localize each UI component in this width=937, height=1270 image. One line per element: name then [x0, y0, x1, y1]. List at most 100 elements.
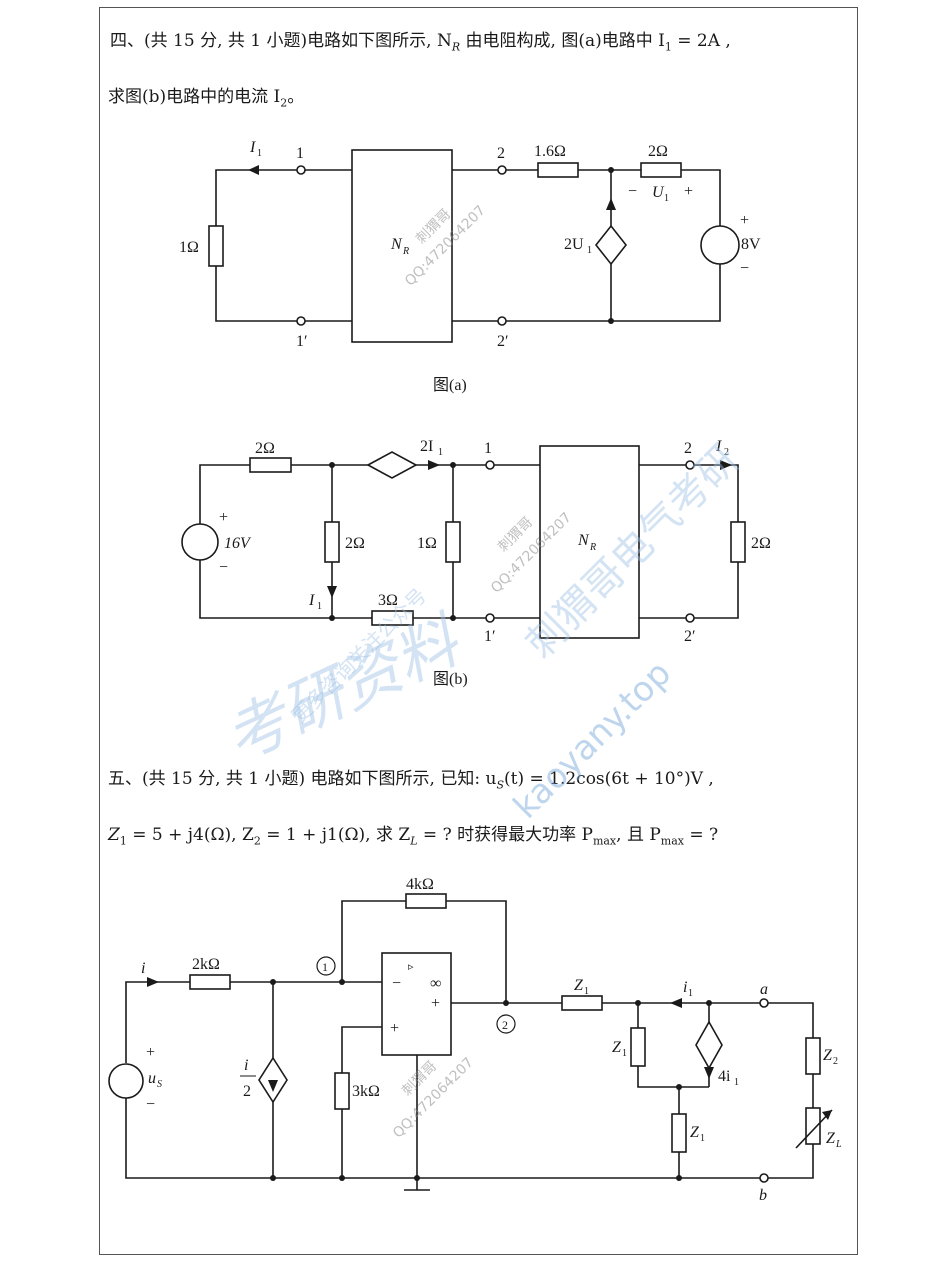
svg-text:1: 1 [438, 447, 443, 458]
svg-text:1: 1 [257, 148, 262, 159]
svg-text:+: + [684, 183, 693, 200]
svg-text:2: 2 [243, 1083, 251, 1100]
resistor-3k [334, 1072, 350, 1110]
svg-text:1Ω: 1Ω [179, 239, 199, 256]
svg-text:1: 1 [688, 988, 693, 999]
svg-text:+: + [219, 509, 228, 526]
svg-text:u: u [148, 1070, 156, 1087]
caption-a: 图(a) [433, 377, 467, 394]
problem5-line2: Z1 = 5 + j4(Ω), Z2 = 1 + j1(Ω), 求 ZL = ?… [108, 825, 719, 848]
svg-text:I: I [715, 438, 722, 455]
svg-text:2′: 2′ [497, 333, 509, 350]
svg-text:i: i [683, 979, 687, 996]
terminal-1 [296, 165, 306, 175]
page-border [99, 7, 858, 1255]
svg-text:2kΩ: 2kΩ [192, 956, 220, 973]
svg-text:2I: 2I [420, 438, 433, 455]
svg-text:1.6Ω: 1.6Ω [534, 143, 566, 160]
svg-text:S: S [157, 1079, 162, 1090]
voltage-source-us [108, 1063, 144, 1099]
svg-text:1: 1 [622, 1048, 627, 1059]
caption-b: 图(b) [433, 671, 468, 688]
svg-text:4i: 4i [718, 1068, 731, 1085]
svg-text:2Ω: 2Ω [751, 535, 771, 552]
impedance-z1-left [630, 1027, 646, 1067]
svg-text:+: + [740, 212, 749, 229]
svg-text:N: N [577, 532, 590, 549]
svg-text:3kΩ: 3kΩ [352, 1083, 380, 1100]
terminal-1p [296, 316, 306, 326]
svg-text:U: U [652, 184, 665, 201]
resistor-2k [189, 974, 231, 990]
svg-text:1: 1 [664, 193, 669, 204]
svg-text:R: R [402, 246, 409, 257]
svg-text:2Ω: 2Ω [648, 143, 668, 160]
svg-text:1: 1 [700, 1133, 705, 1144]
svg-text:4kΩ: 4kΩ [406, 876, 434, 893]
svg-text:1: 1 [587, 245, 592, 256]
svg-text:b: b [759, 1187, 767, 1204]
svg-text:1: 1 [734, 1077, 739, 1088]
svg-text:−: − [146, 1096, 155, 1113]
svg-text:3Ω: 3Ω [378, 592, 398, 609]
wire [215, 169, 301, 226]
svg-text:2: 2 [497, 145, 505, 162]
svg-text:N: N [390, 236, 403, 253]
svg-text:Z: Z [690, 1124, 700, 1141]
svg-text:1: 1 [296, 145, 304, 162]
svg-text:−: − [740, 260, 749, 277]
svg-text:1′: 1′ [484, 628, 496, 645]
svg-text:2: 2 [684, 440, 692, 457]
problem5-line1: 五、(共 15 分, 共 1 小题) 电路如下图所示, 已知: uS(t) = … [108, 769, 714, 792]
svg-text:+: + [431, 995, 440, 1012]
svg-text:2′: 2′ [684, 628, 696, 645]
node-1-marker [316, 956, 336, 976]
dependent-source-4i1 [695, 1020, 723, 1070]
svg-text:+: + [390, 1020, 399, 1037]
problem4-line1: 四、(共 15 分, 共 1 小题)电路如下图所示, NR 由电阻构成, 图(a… [110, 31, 731, 54]
svg-text:1: 1 [317, 601, 322, 612]
svg-text:1Ω: 1Ω [417, 535, 437, 552]
network-box-nr-b [539, 445, 640, 639]
wire [215, 266, 301, 322]
impedance-z1-bottom [671, 1113, 687, 1153]
svg-text:▹: ▹ [408, 961, 414, 973]
svg-text:L: L [835, 1139, 842, 1150]
svg-text:i: i [141, 960, 145, 977]
svg-text:i: i [244, 1057, 248, 1074]
svg-text:Z: Z [574, 977, 584, 994]
svg-text:1: 1 [484, 440, 492, 457]
svg-text:∞: ∞ [430, 975, 441, 992]
svg-text:16V: 16V [224, 535, 252, 552]
svg-text:1′: 1′ [296, 333, 308, 350]
terminal-a [759, 998, 769, 1008]
svg-text:8V: 8V [741, 236, 761, 253]
svg-text:2: 2 [724, 447, 729, 458]
svg-text:2Ω: 2Ω [255, 440, 275, 457]
svg-text:−: − [219, 559, 228, 576]
svg-text:2: 2 [502, 1018, 508, 1032]
node-2-marker [496, 1014, 516, 1034]
resistor-4k [405, 893, 447, 909]
svg-text:Z: Z [612, 1039, 622, 1056]
svg-text:I: I [308, 592, 315, 609]
svg-text:1: 1 [584, 986, 589, 997]
terminal-b [759, 1173, 769, 1183]
svg-text:Z: Z [823, 1047, 833, 1064]
svg-text:Z: Z [826, 1130, 836, 1147]
svg-text:1: 1 [322, 960, 328, 974]
svg-text:+: + [146, 1044, 155, 1061]
svg-text:2Ω: 2Ω [345, 535, 365, 552]
svg-text:a: a [760, 981, 768, 998]
network-box-nr [351, 149, 453, 343]
arrow-i1 [248, 165, 259, 175]
impedance-z2 [805, 1037, 821, 1075]
svg-text:R: R [589, 542, 596, 553]
arrow-dep-source [606, 198, 616, 210]
svg-text:I: I [249, 139, 256, 156]
svg-text:−: − [628, 183, 637, 200]
opamp-box [381, 952, 452, 1056]
